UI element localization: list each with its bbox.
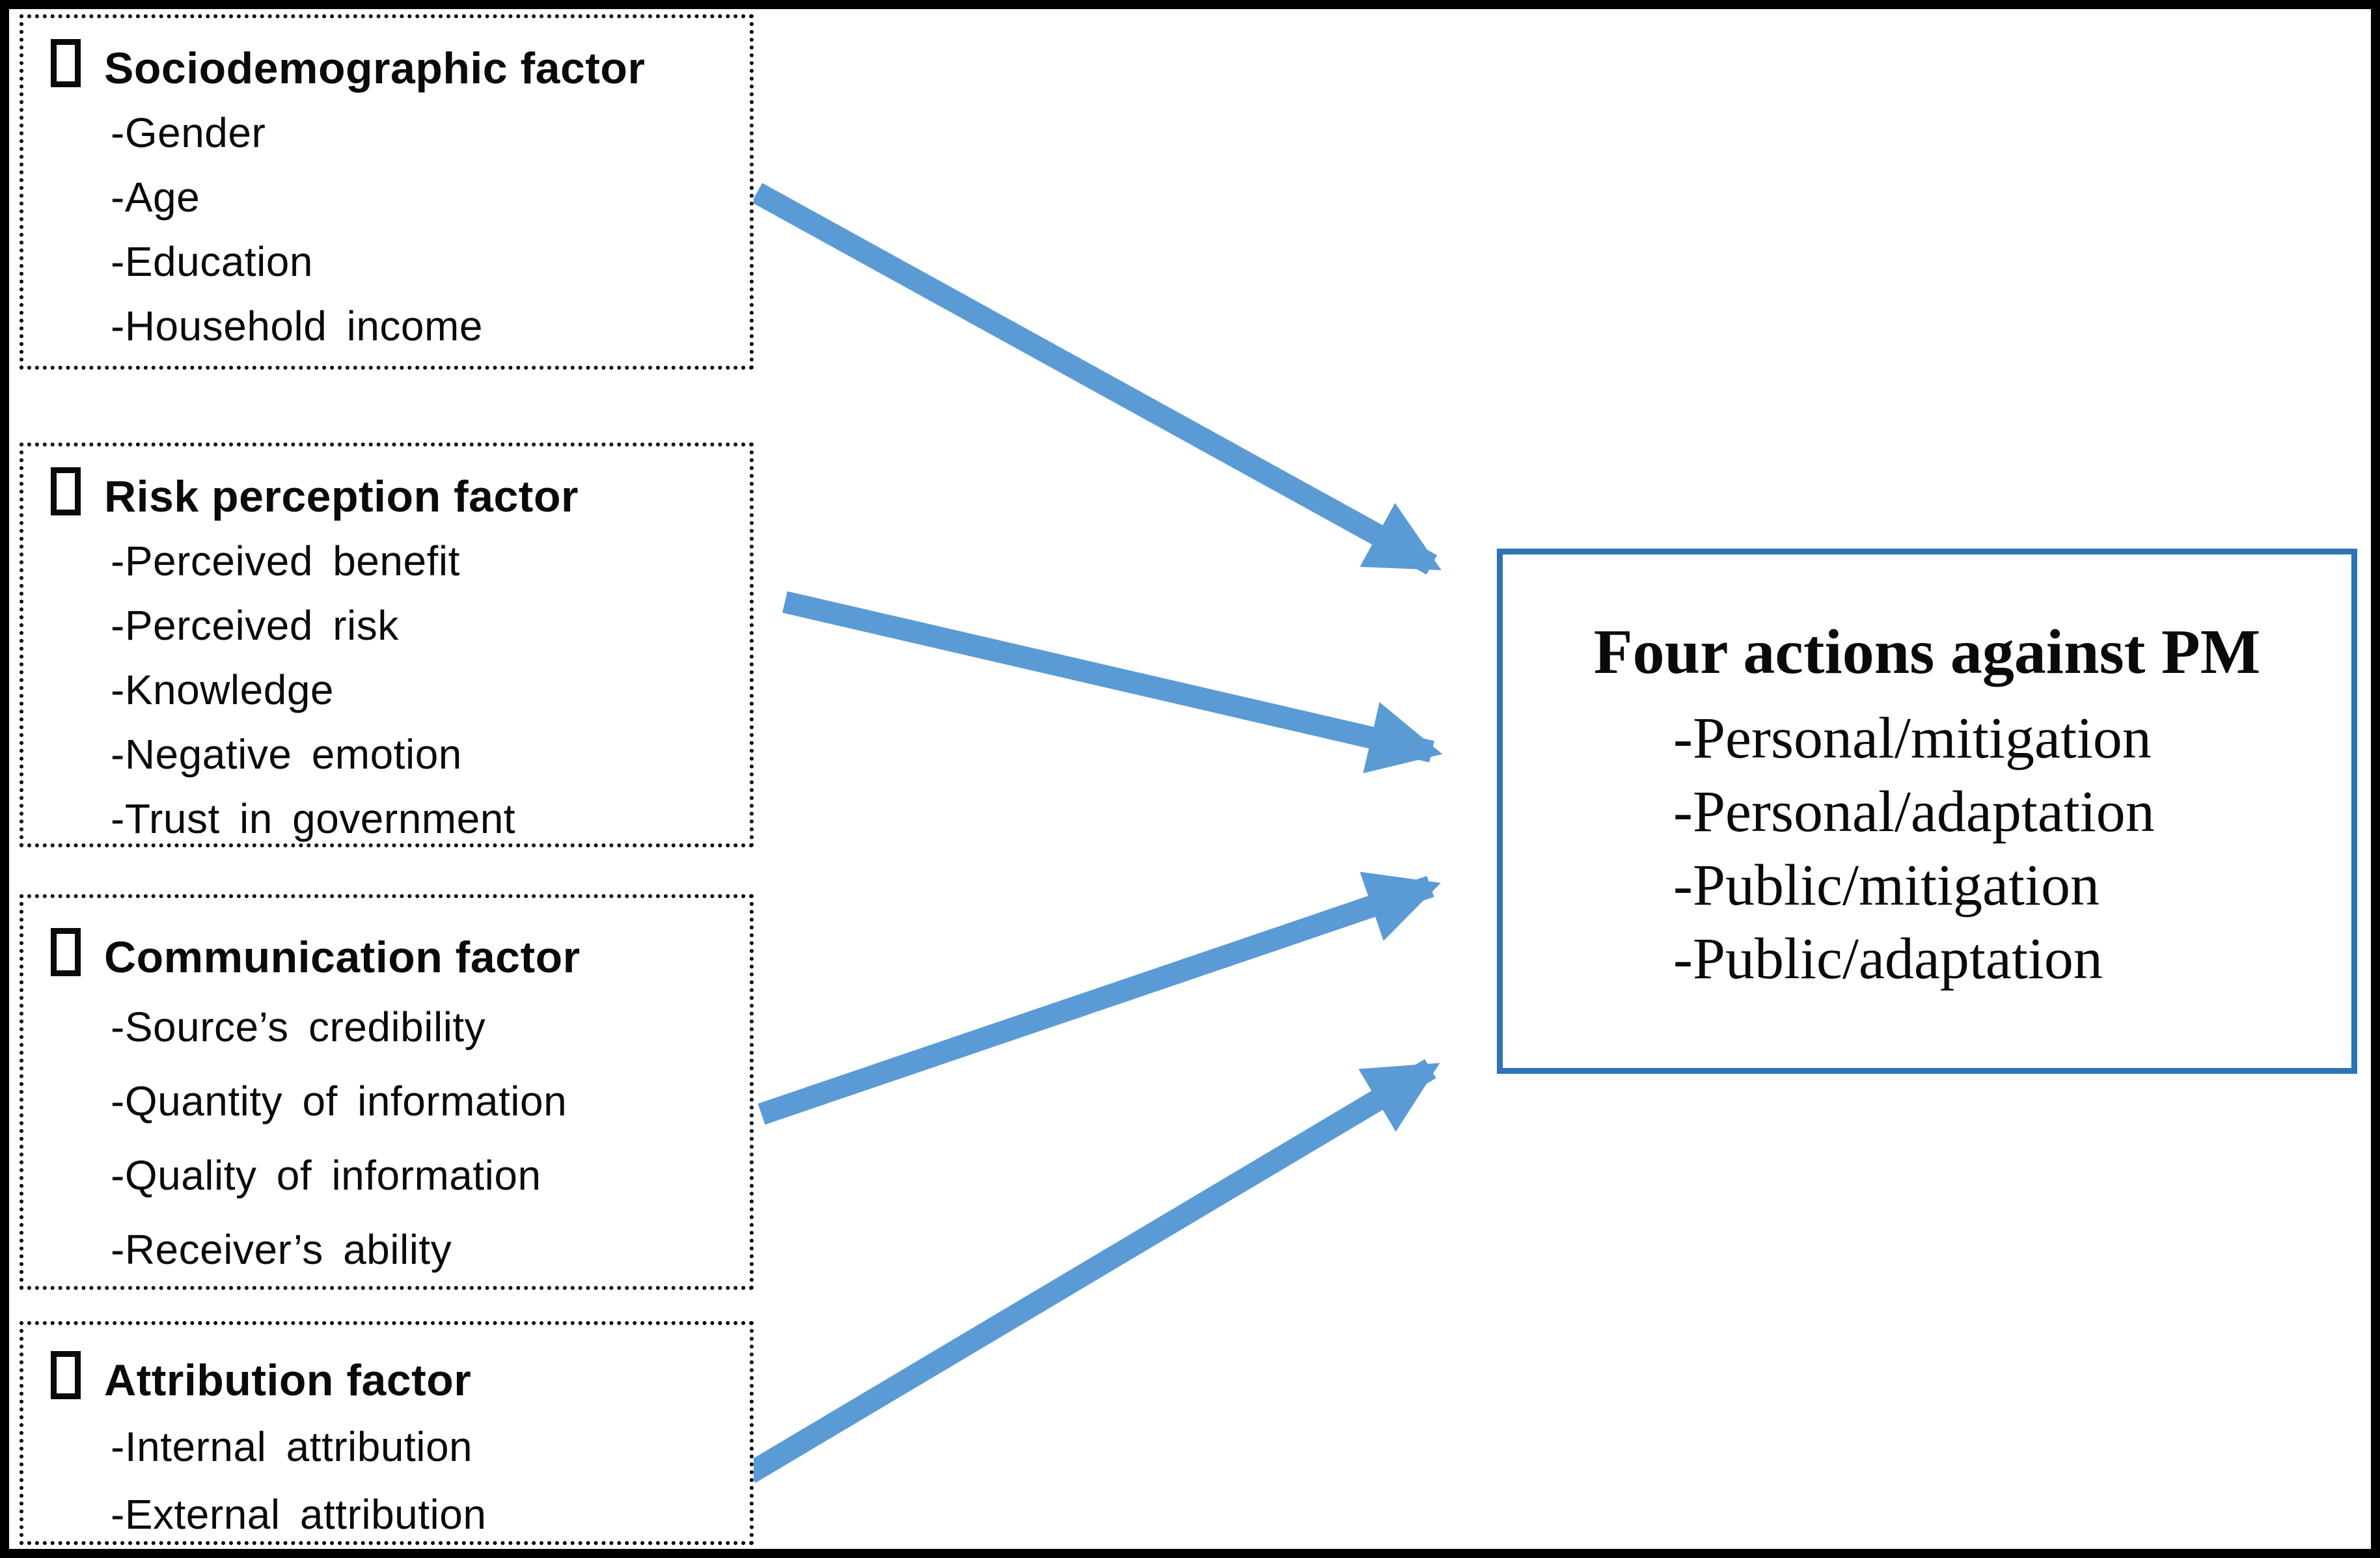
factor-box-communication: Communication factor -Source’s credibili… (20, 894, 754, 1290)
factor-title-row: Risk perception factor (51, 463, 737, 529)
factor-item: -Receiver’s ability (111, 1226, 452, 1273)
factor-title: Communication factor (104, 933, 581, 982)
white-square-icon (51, 39, 81, 87)
factor-title: Attribution factor (104, 1356, 472, 1405)
factor-item: -Age (111, 174, 200, 221)
outcome-box-four-actions: Four actions against PM -Personal/mitiga… (1497, 549, 2357, 1074)
factor-item: -Trust in government (111, 795, 516, 842)
factor-item: -Household income (111, 303, 483, 349)
factor-item: -Negative emotion (111, 731, 462, 778)
factor-item: -Quantity of information (111, 1078, 568, 1125)
white-square-icon (51, 467, 81, 515)
outcome-item-list: -Personal/mitigation -Personal/adaptatio… (1673, 702, 2351, 996)
factor-item: -External attribution (111, 1491, 487, 1538)
outcome-title: Four actions against PM (1593, 617, 2261, 687)
white-square-icon (51, 928, 81, 976)
arrow-sociodemographic-to-outcome (751, 183, 1442, 575)
arrow-communication-to-outcome (758, 871, 1441, 1125)
factor-box-risk-perception: Risk perception factor -Perceived benefi… (20, 443, 754, 847)
factor-item: -Source’s credibility (111, 1004, 486, 1050)
outcome-item: -Personal/adaptation (1673, 779, 2155, 844)
factor-item: -Knowledge (111, 666, 334, 713)
factor-item-list: -Perceived benefit -Perceived risk -Know… (111, 529, 737, 851)
factor-item-list: -Source’s credibility -Quantity of infor… (111, 990, 737, 1287)
factor-title-row: Communication factor (51, 924, 737, 990)
factor-title-row: Sociodemographic factor (51, 35, 737, 101)
factor-item-list: -Gender -Age -Education -Household incom… (111, 101, 737, 359)
factor-box-attribution: Attribution factor -Internal attribution… (20, 1321, 754, 1545)
outcome-item: -Personal/mitigation (1673, 705, 2152, 771)
factor-item: -Education (111, 238, 313, 285)
factor-item: -Quality of information (111, 1152, 541, 1199)
factor-item-list: -Internal attribution -External attribut… (111, 1413, 737, 1548)
outcome-item: -Public/mitigation (1673, 853, 2100, 918)
factor-title-row: Attribution factor (51, 1347, 737, 1413)
white-square-icon (51, 1351, 81, 1399)
factor-item: -Perceived benefit (111, 538, 460, 584)
arrow-risk-perception-to-outcome (782, 591, 1443, 774)
arrow-attribution-to-outcome (744, 1059, 1440, 1483)
factor-item: -Perceived risk (111, 602, 399, 649)
factor-item: -Internal attribution (111, 1423, 473, 1470)
factor-title: Risk perception factor (104, 472, 579, 521)
factor-title: Sociodemographic factor (104, 44, 646, 93)
factor-box-sociodemographic: Sociodemographic factor -Gender -Age -Ed… (20, 14, 754, 370)
outcome-item: -Public/adaptation (1673, 926, 2103, 991)
factor-item: -Gender (111, 109, 266, 156)
